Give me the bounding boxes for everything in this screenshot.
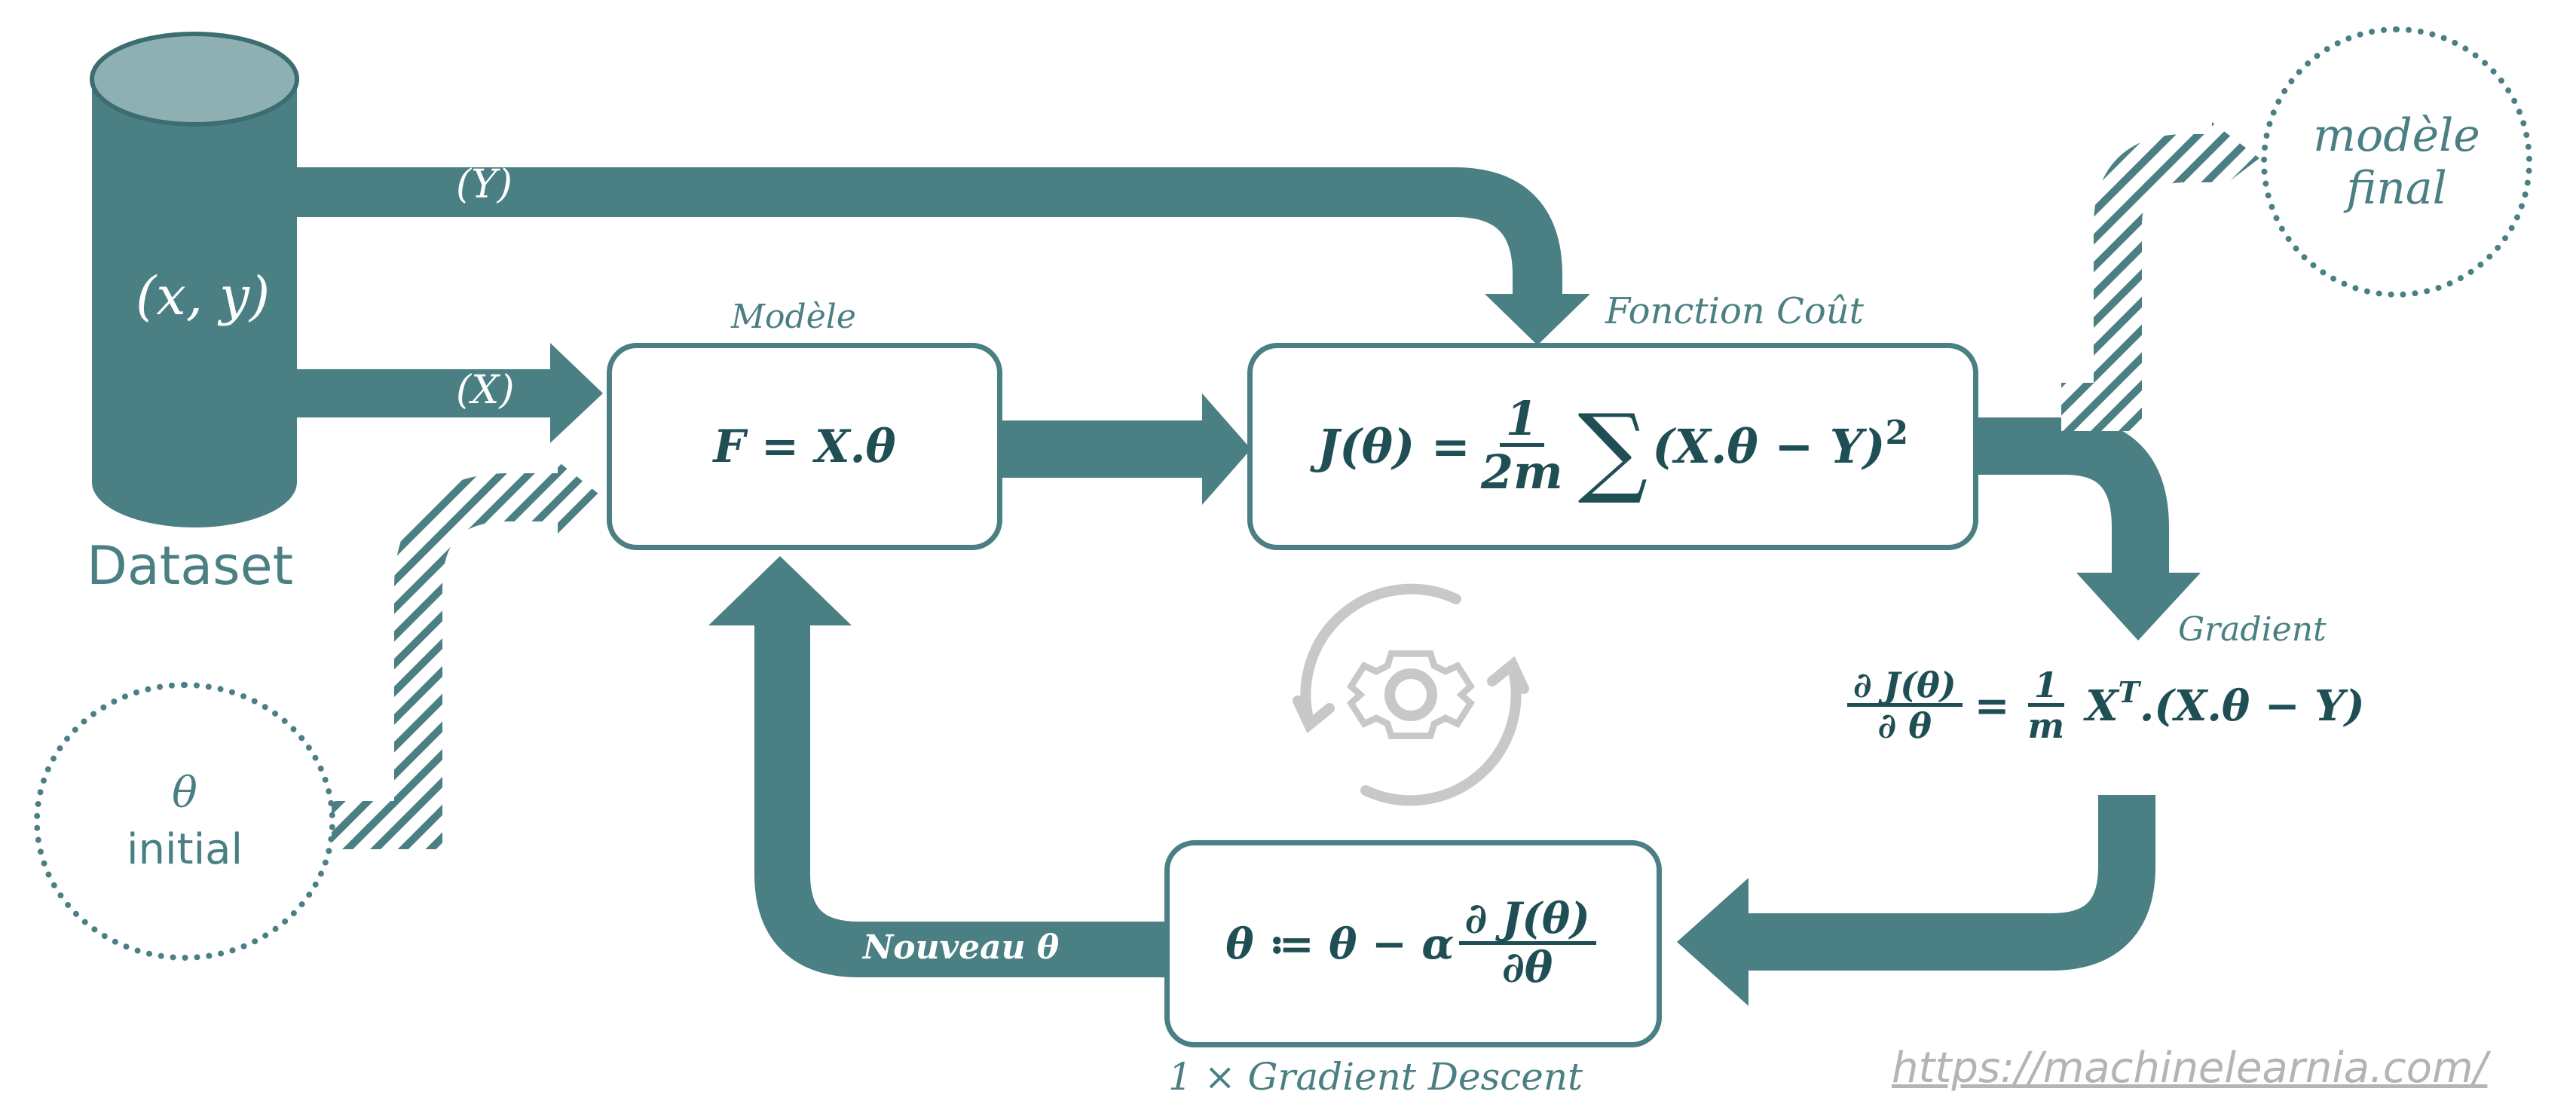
cout-box: J(θ) = 1 2m ∑ (X.θ − Y) 2 bbox=[1247, 343, 1978, 550]
gradient-frac-num: ∂ J(θ) bbox=[1847, 667, 1963, 708]
modele-box: F = X.θ bbox=[607, 343, 1002, 550]
gradient-coef-den: m bbox=[2027, 705, 2065, 747]
cout-frac-den: 2m bbox=[1480, 445, 1563, 500]
cout-title: Fonction Coût bbox=[1605, 290, 1864, 332]
gradient-to-update-arrow-head bbox=[1677, 878, 1748, 1006]
y-arrow bbox=[297, 167, 1562, 294]
gradient-rhs-tail: .(X.θ − Y) bbox=[2139, 680, 2365, 731]
update-lhs: θ ≔ θ − α bbox=[1225, 919, 1455, 969]
theta-initial-symbol: θ bbox=[172, 769, 197, 818]
x-arrow-label: (X) bbox=[456, 368, 515, 413]
update-frac-den: ∂θ bbox=[1502, 942, 1553, 992]
gradient-to-update-arrow bbox=[1748, 795, 2155, 971]
gradient-formula: ∂ J(θ) ∂ θ = 1 m X T .(X.θ − Y) bbox=[1843, 667, 2365, 745]
cout-to-gradient-arrow bbox=[1976, 417, 2169, 573]
cout-sum: ∑ bbox=[1577, 392, 1648, 507]
gradient-title: Gradient bbox=[2178, 610, 2327, 649]
modele-title: Modèle bbox=[731, 298, 856, 336]
update-box: θ ≔ θ − α ∂ J(θ) ∂θ bbox=[1164, 840, 1662, 1047]
gradient-rhs-base: X bbox=[2085, 680, 2119, 731]
update-to-modele-arrow bbox=[754, 625, 1164, 977]
cout-exp: 2 bbox=[1885, 414, 1909, 452]
x-arrow bbox=[297, 369, 553, 417]
gradient-coef: 1 m bbox=[2021, 667, 2070, 745]
update-to-modele-arrow-head bbox=[708, 556, 852, 625]
modele-final-line1: modèle bbox=[2313, 109, 2480, 162]
gear-refresh-icon bbox=[1293, 583, 1529, 806]
update-caption: 1 × Gradient Descent bbox=[1168, 1055, 1583, 1099]
modele-to-cout-arrow-head bbox=[1202, 393, 1251, 505]
gradient-coef-num: 1 bbox=[2027, 667, 2064, 708]
theta-initial-arrow bbox=[332, 473, 573, 849]
final-arrow bbox=[2061, 134, 2223, 431]
dataset-cylinder bbox=[90, 32, 299, 527]
cout-rhs: (X.θ − Y) bbox=[1652, 419, 1886, 474]
gradient-eq: = bbox=[1974, 680, 2010, 731]
cout-lhs: J(θ) = bbox=[1317, 419, 1470, 474]
final-arrow-head bbox=[2212, 122, 2259, 194]
theta-initial-arrow-head bbox=[558, 461, 603, 534]
dataset-content: (x, y) bbox=[136, 265, 271, 327]
watermark-link[interactable]: https://machinelearnia.com/ bbox=[1892, 1044, 2488, 1093]
y-arrow-head bbox=[1485, 294, 1590, 345]
y-arrow-label: (Y) bbox=[456, 162, 512, 207]
gradient-fraction: ∂ J(θ) ∂ θ bbox=[1847, 667, 1963, 745]
theta-initial-circle: θ initial bbox=[34, 682, 335, 961]
dataset-label: Dataset bbox=[87, 535, 294, 597]
modele-formula: F = X.θ bbox=[713, 420, 896, 473]
gradient-rhs-exp: T bbox=[2118, 675, 2140, 710]
cout-frac-num: 1 bbox=[1499, 394, 1544, 448]
update-frac-num: ∂ J(θ) bbox=[1458, 896, 1596, 945]
modele-final-line2: final bbox=[2346, 162, 2447, 215]
cout-fraction: 1 2m bbox=[1475, 394, 1569, 498]
nouveau-theta-label: Nouveau θ bbox=[863, 928, 1060, 967]
modele-to-cout-arrow bbox=[1002, 420, 1206, 478]
theta-initial-label: initial bbox=[127, 825, 243, 874]
update-fraction: ∂ J(θ) ∂θ bbox=[1458, 896, 1596, 992]
modele-final-circle: modèle final bbox=[2261, 26, 2532, 298]
gradient-frac-den: ∂ θ bbox=[1877, 705, 1932, 747]
x-arrow-head bbox=[550, 343, 603, 443]
cout-to-gradient-arrow-head bbox=[2076, 573, 2201, 641]
